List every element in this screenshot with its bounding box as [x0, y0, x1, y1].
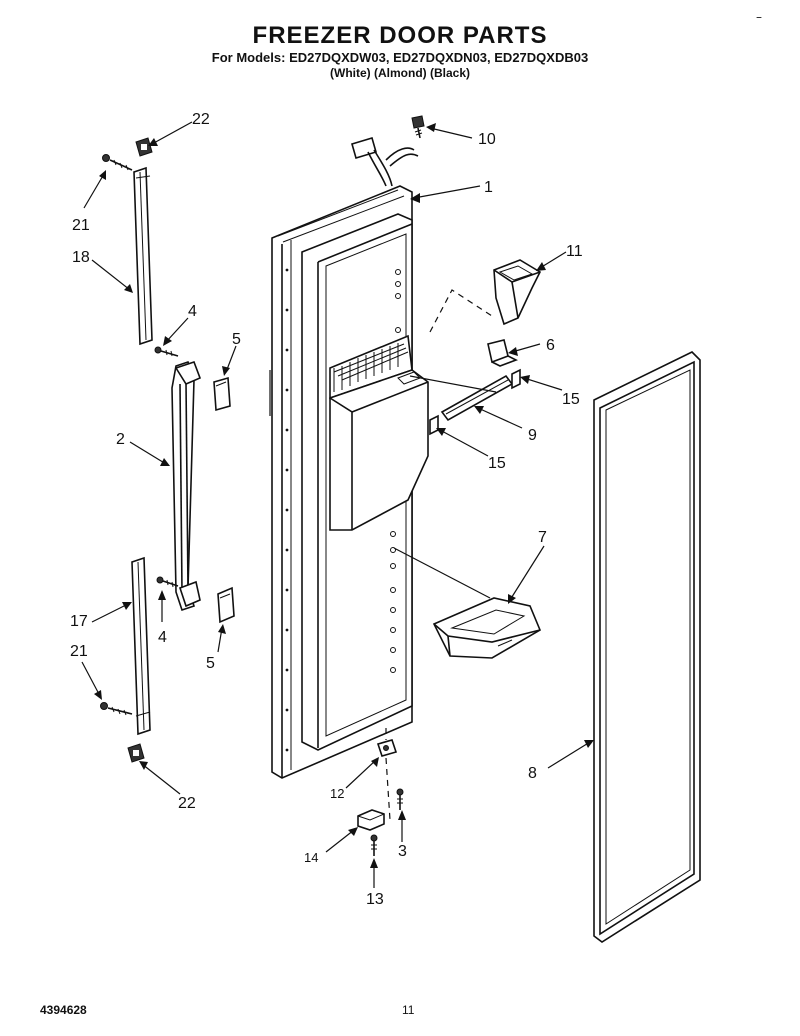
callout-21-lower: 21	[70, 643, 88, 660]
rail-part-9	[440, 374, 514, 422]
callout-22-lower: 22	[178, 795, 196, 812]
gasket-part-8	[593, 351, 701, 943]
callout-13: 13	[366, 891, 384, 908]
callout-14: 14	[304, 850, 318, 865]
callout-10: 10	[478, 131, 496, 148]
model-list: For Models: ED27DQXDW03, ED27DQXDN03, ED…	[211, 50, 589, 65]
callout-5-lower: 5	[206, 655, 215, 672]
callout-21-upper: 21	[72, 217, 90, 234]
door-panel-part-1	[269, 185, 429, 779]
document-number: 4394628	[40, 1003, 87, 1017]
callout-9: 9	[528, 427, 537, 444]
callout-2: 2	[116, 431, 125, 448]
screw-part-13	[370, 834, 378, 856]
clip-part-15-upper	[511, 368, 521, 390]
callout-5-upper: 5	[232, 331, 241, 348]
rail-locator-line	[409, 375, 497, 393]
callout-22-upper: 22	[192, 111, 210, 128]
ice-chute-part-11	[493, 259, 542, 326]
end-cap-part-22-lower	[127, 743, 145, 763]
clip-part-5-upper	[213, 376, 231, 412]
clip-part-5-lower	[217, 586, 235, 624]
callout-numbers: 10 1 11 6 15 9 15 7 8 22 21 18 4 5 2 17 …	[70, 111, 583, 908]
screw-part-4-upper	[154, 346, 179, 357]
page-number: 11	[402, 1003, 415, 1017]
drip-tray-part-7	[432, 597, 542, 659]
handle-part-2	[171, 360, 202, 612]
callout-4-lower: 4	[158, 629, 167, 646]
callout-15-lower: 15	[488, 455, 506, 472]
tray-locator-line	[393, 547, 491, 599]
page-title: FREEZER DOOR PARTS	[252, 22, 548, 49]
callout-15-upper: 15	[562, 391, 580, 408]
screw-part-4-lower	[156, 576, 179, 588]
screw-part-21-upper	[102, 154, 133, 171]
callout-12: 12	[330, 786, 344, 801]
callout-leaders	[81, 121, 594, 888]
end-cap-part-22-upper	[135, 137, 153, 157]
wire-harness	[351, 137, 419, 187]
screw-part-10	[411, 115, 425, 139]
clip-part-15-lower	[429, 414, 439, 436]
handle-trim-part-18	[133, 166, 153, 346]
callout-3: 3	[398, 843, 407, 860]
screw-part-3	[396, 788, 404, 810]
callout-6: 6	[546, 337, 555, 354]
callout-1: 1	[484, 179, 493, 196]
hinge-block-part-14	[357, 809, 385, 831]
screw-part-21-lower	[100, 702, 133, 716]
ice-chute-alignment-line	[429, 289, 493, 333]
callout-17: 17	[70, 613, 88, 630]
callout-8: 8	[528, 765, 537, 782]
callout-7: 7	[538, 529, 547, 546]
callout-18: 18	[72, 249, 90, 266]
callout-4-upper: 4	[188, 303, 197, 320]
hinge-axis-line	[385, 728, 391, 821]
hinge-bushing-part-12	[376, 739, 398, 757]
handle-trim-part-17	[131, 556, 151, 736]
corner-mark: –	[756, 10, 762, 24]
bracket-part-6	[487, 339, 518, 367]
callout-11: 11	[566, 243, 583, 260]
color-list: (White) (Almond) (Black)	[330, 66, 470, 80]
